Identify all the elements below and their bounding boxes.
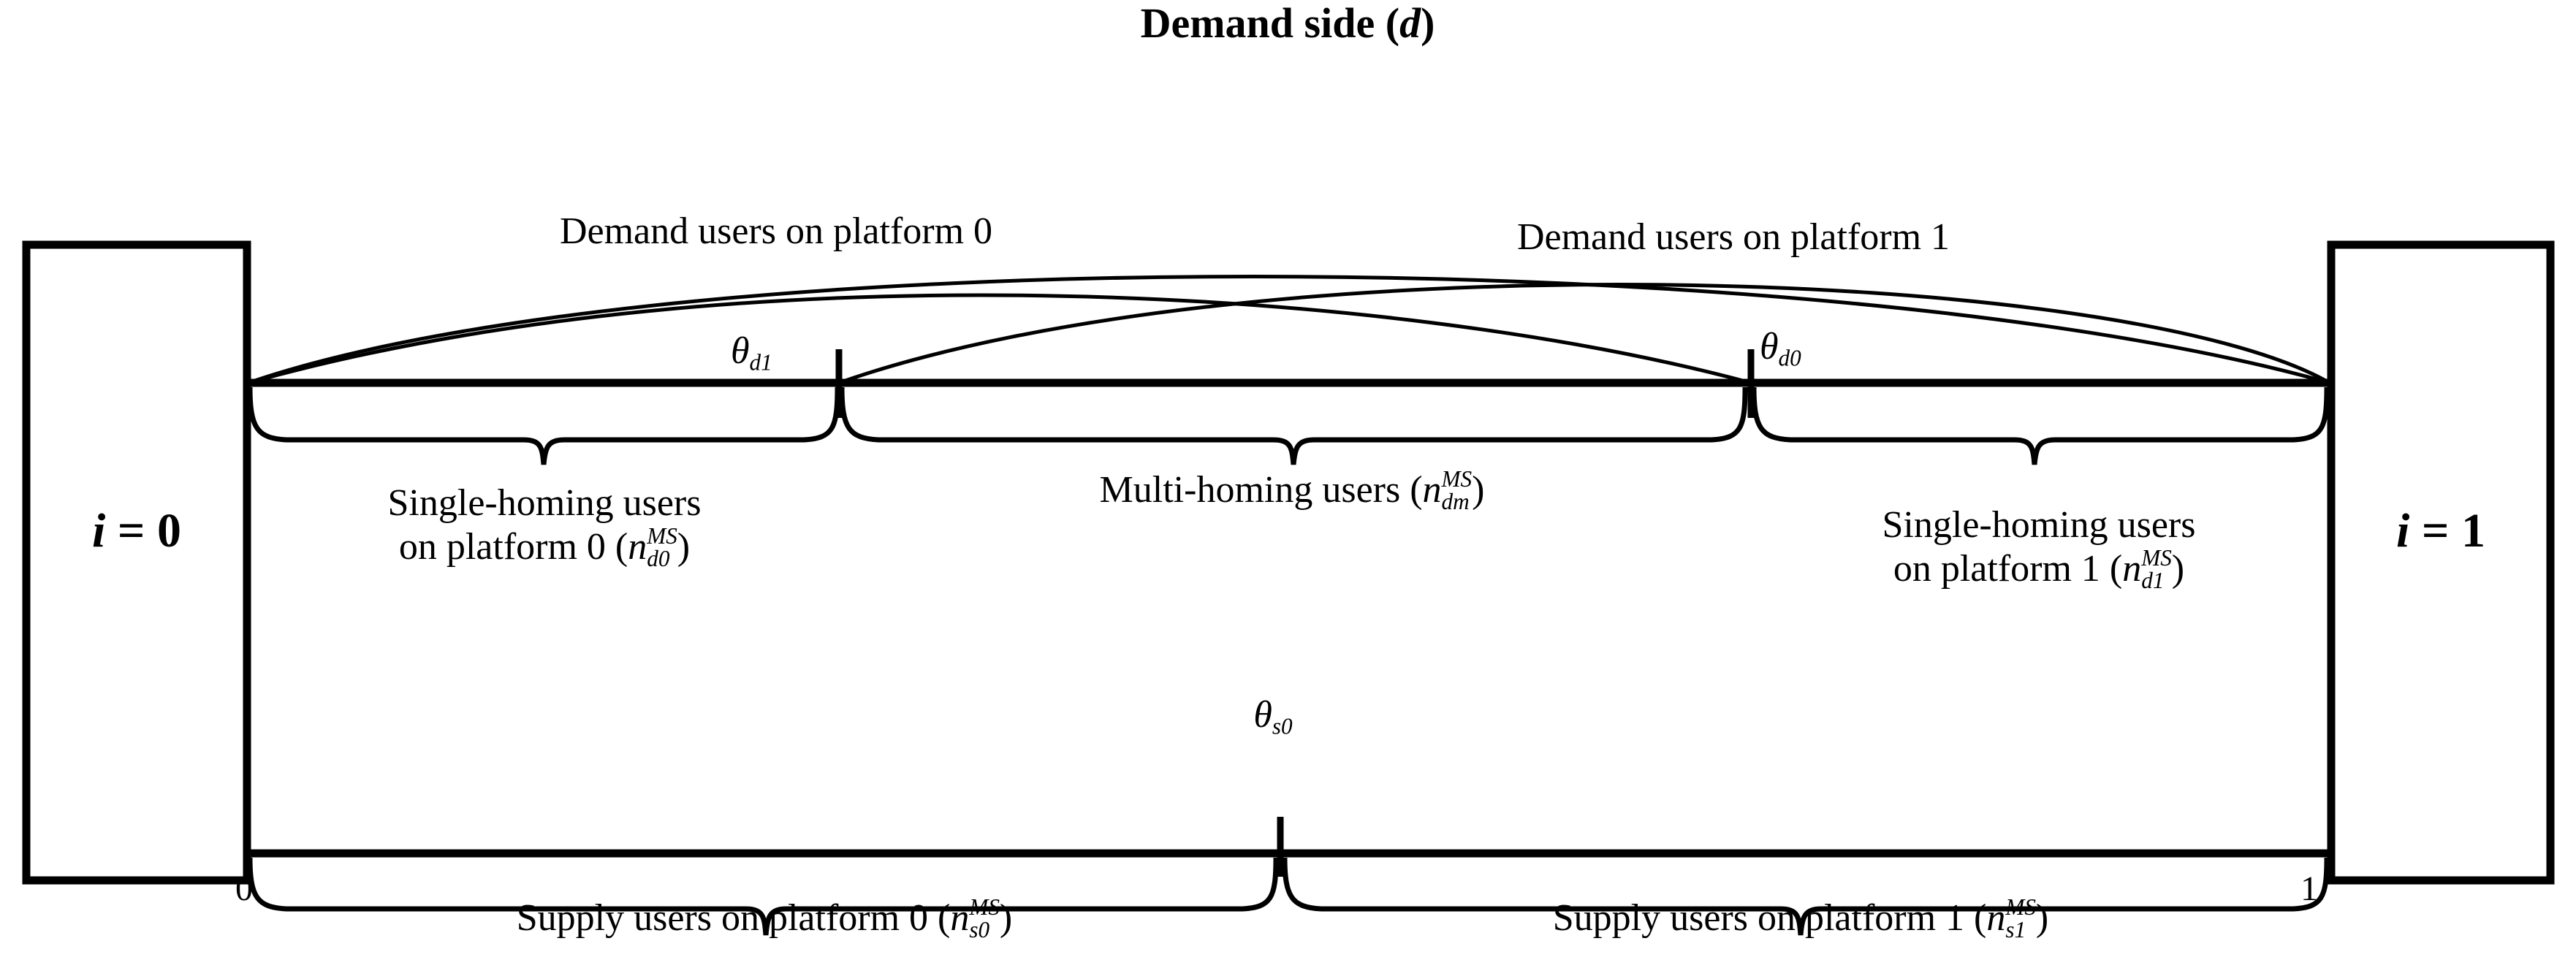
theta-d1-subscript: d1 [749,349,772,376]
seg2-pre: on platform 1 ( [1893,548,2123,590]
seg2-sub: d1 [2141,568,2165,594]
sup1-pre: Supply users on platform 1 ( [1552,897,1987,940]
sup1-sub: s1 [2005,917,2026,943]
demand-arc-platform1 [838,283,2331,385]
seg2-post: ) [2171,548,2185,590]
sup0-sup: MS [969,894,1000,920]
left-endpoint-box [22,240,251,885]
left-endpoint-label: i = 0 [92,504,181,558]
seg1-sup: MS [1441,466,1473,492]
sup0-pre: Supply users on platform 0 ( [516,897,951,940]
right-endpoint-label: i = 1 [2396,504,2485,558]
sup1-var: n [1986,897,2006,940]
seg1-var: n [1422,469,1442,511]
right-endpoint-variable: i [2396,504,2410,557]
arc-label-platform0: Demand users on platform 0 [559,210,993,252]
threshold-label-theta-d0: θd0 [1760,326,1801,371]
sup0-sub: s0 [969,917,990,943]
right-endpoint-box [2327,240,2555,885]
segment-label-demand-single1-line1: Single-homing users [1882,504,2196,546]
seg0-var: n [628,526,647,568]
brace-supply-platform1 [1282,857,2330,936]
seg0-sub: d0 [647,546,670,572]
seg2-sup: MS [2141,545,2172,571]
theta-d0-symbol: θ [1760,326,1779,367]
left-endpoint-variable: i [92,504,106,557]
demand-arc-platform0 [248,275,2330,385]
left-endpoint-value: 0 [156,504,181,557]
theta-d1-symbol: θ [731,330,750,372]
sup1-post: ) [2035,897,2049,940]
seg1-pre: Multi-homing users ( [1099,469,1423,511]
figure-title-variable: d [1399,0,1421,47]
axis-endpoint-label-1: 1 [2300,869,2318,908]
right-endpoint-value: 1 [2461,504,2485,557]
arc-label-platform1: Demand users on platform 1 [1516,216,1950,258]
seg1-post: ) [1472,469,1485,511]
theta-d0-subscript: d0 [1778,345,1801,371]
brace-supply-platform0 [247,857,1279,936]
brace-demand-multi [839,386,1748,465]
seg1-sub: dm [1441,489,1470,515]
axis-endpoint-label-0: 0 [235,869,253,908]
seg0-pre: on platform 0 ( [398,526,628,568]
threshold-label-theta-s0: θs0 [1253,694,1292,739]
brace-demand-single1 [1751,386,2330,465]
right-endpoint-equals: = [2409,504,2461,557]
figure-title-close: ) [1421,0,1435,47]
brace-demand-single0 [247,386,840,465]
seg0-sup: MS [647,523,677,549]
sup0-var: n [950,897,970,940]
theta-s0-subscript: s0 [1272,713,1293,739]
theta-s0-symbol: θ [1253,694,1272,736]
figure-title: Demand side (d) [1141,0,1435,47]
seg0-post: ) [677,526,691,568]
left-endpoint-equals: = [105,504,157,557]
sup0-post: ) [999,897,1013,940]
threshold-label-theta-d1: θd1 [731,330,772,376]
figure-title-text: Demand side ( [1140,0,1400,47]
segment-label-demand-single0-line1: Single-homing users [387,482,702,524]
demand-arc-platform0-tail [248,293,1752,385]
seg2-var: n [2122,548,2142,590]
sup1-sup: MS [2005,894,2036,920]
